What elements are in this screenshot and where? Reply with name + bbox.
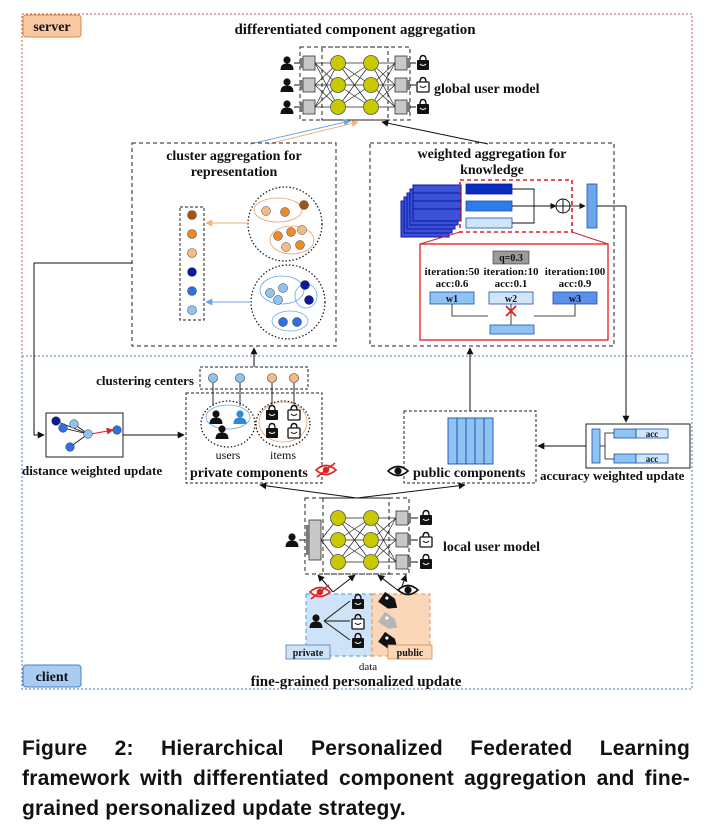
weighted-title-line1: weighted aggregation for <box>417 147 566 162</box>
server-label: server <box>33 20 70 35</box>
user-icon <box>209 410 223 424</box>
local-user-model <box>285 497 433 575</box>
cluster-title-line2: representation <box>191 165 278 180</box>
private-components-box <box>185 392 323 484</box>
bag-icon <box>416 76 430 93</box>
local-user-model-label: local user model <box>443 540 540 555</box>
global-user-model <box>280 46 430 121</box>
users-label: users <box>216 448 241 462</box>
client-tag <box>22 664 82 688</box>
user-icon <box>285 533 299 547</box>
server-region <box>21 13 693 357</box>
bag-icon <box>265 422 279 439</box>
iteration-2: iteration:10 <box>484 266 539 278</box>
framework-diagram: server differentiated component aggregat… <box>21 13 693 690</box>
public-components-label: public components <box>413 466 526 481</box>
iteration-3: iteration:100 <box>545 266 606 278</box>
differentiated-title: differentiated component aggregation <box>234 22 476 38</box>
weighted-aggregation-box <box>369 142 615 347</box>
private-components-label: private components <box>190 466 308 481</box>
client-region <box>21 355 693 690</box>
bag-icon <box>265 404 279 421</box>
eye-icon <box>397 584 419 596</box>
cluster-title-line1: cluster aggregation for <box>166 149 302 164</box>
cross-icon <box>505 305 517 317</box>
private-data-label: private <box>293 648 324 659</box>
bag-icon <box>416 98 430 115</box>
distance-weighted-label: distance weighted update <box>22 463 162 478</box>
stacked-layers <box>400 184 462 238</box>
user-icon <box>233 410 247 424</box>
bag-icon <box>419 509 433 526</box>
iteration-1: iteration:50 <box>425 266 480 278</box>
bag-icon <box>419 553 433 570</box>
weight-detail-box <box>419 243 609 341</box>
w2-label: w2 <box>505 294 517 305</box>
cluster-aggregation-box <box>131 142 337 347</box>
clustering-centers-label: clustering centers <box>96 373 194 388</box>
eye-icon <box>387 465 409 477</box>
eye-slash-icon <box>315 462 337 478</box>
acc-label-b: acc <box>646 454 659 464</box>
weighted-title-line2: knowledge <box>460 163 524 178</box>
user-icon <box>280 100 294 114</box>
figure-caption: Figure 2: Hierarchical Personalized Fede… <box>22 737 690 820</box>
acc-2: acc:0.1 <box>495 278 528 290</box>
user-icon <box>280 56 294 70</box>
acc-3: acc:0.9 <box>559 278 592 290</box>
bag-icon <box>287 422 301 439</box>
public-data-label: public <box>397 648 424 659</box>
client-label: client <box>36 670 69 685</box>
server-tag <box>22 14 82 38</box>
w1-label: w1 <box>446 294 458 305</box>
fine-grained-label: fine-grained personalized update <box>251 674 462 690</box>
user-icon <box>280 78 294 92</box>
bag-icon <box>419 531 433 548</box>
public-layers <box>447 417 494 465</box>
acc-1: acc:0.6 <box>436 278 469 290</box>
accuracy-weighted-label: accuracy weighted update <box>540 468 685 483</box>
acc-label-a: acc <box>646 429 659 439</box>
data-label: data <box>359 661 377 673</box>
global-user-model-label: global user model <box>434 82 540 97</box>
items-label: items <box>270 448 296 462</box>
bag-icon <box>416 54 430 71</box>
bag-icon <box>287 404 301 421</box>
q-value: q=0.3 <box>499 253 523 264</box>
weights-box <box>459 179 573 233</box>
w3-label: w3 <box>569 294 581 305</box>
plus-circle-icon <box>555 198 571 214</box>
